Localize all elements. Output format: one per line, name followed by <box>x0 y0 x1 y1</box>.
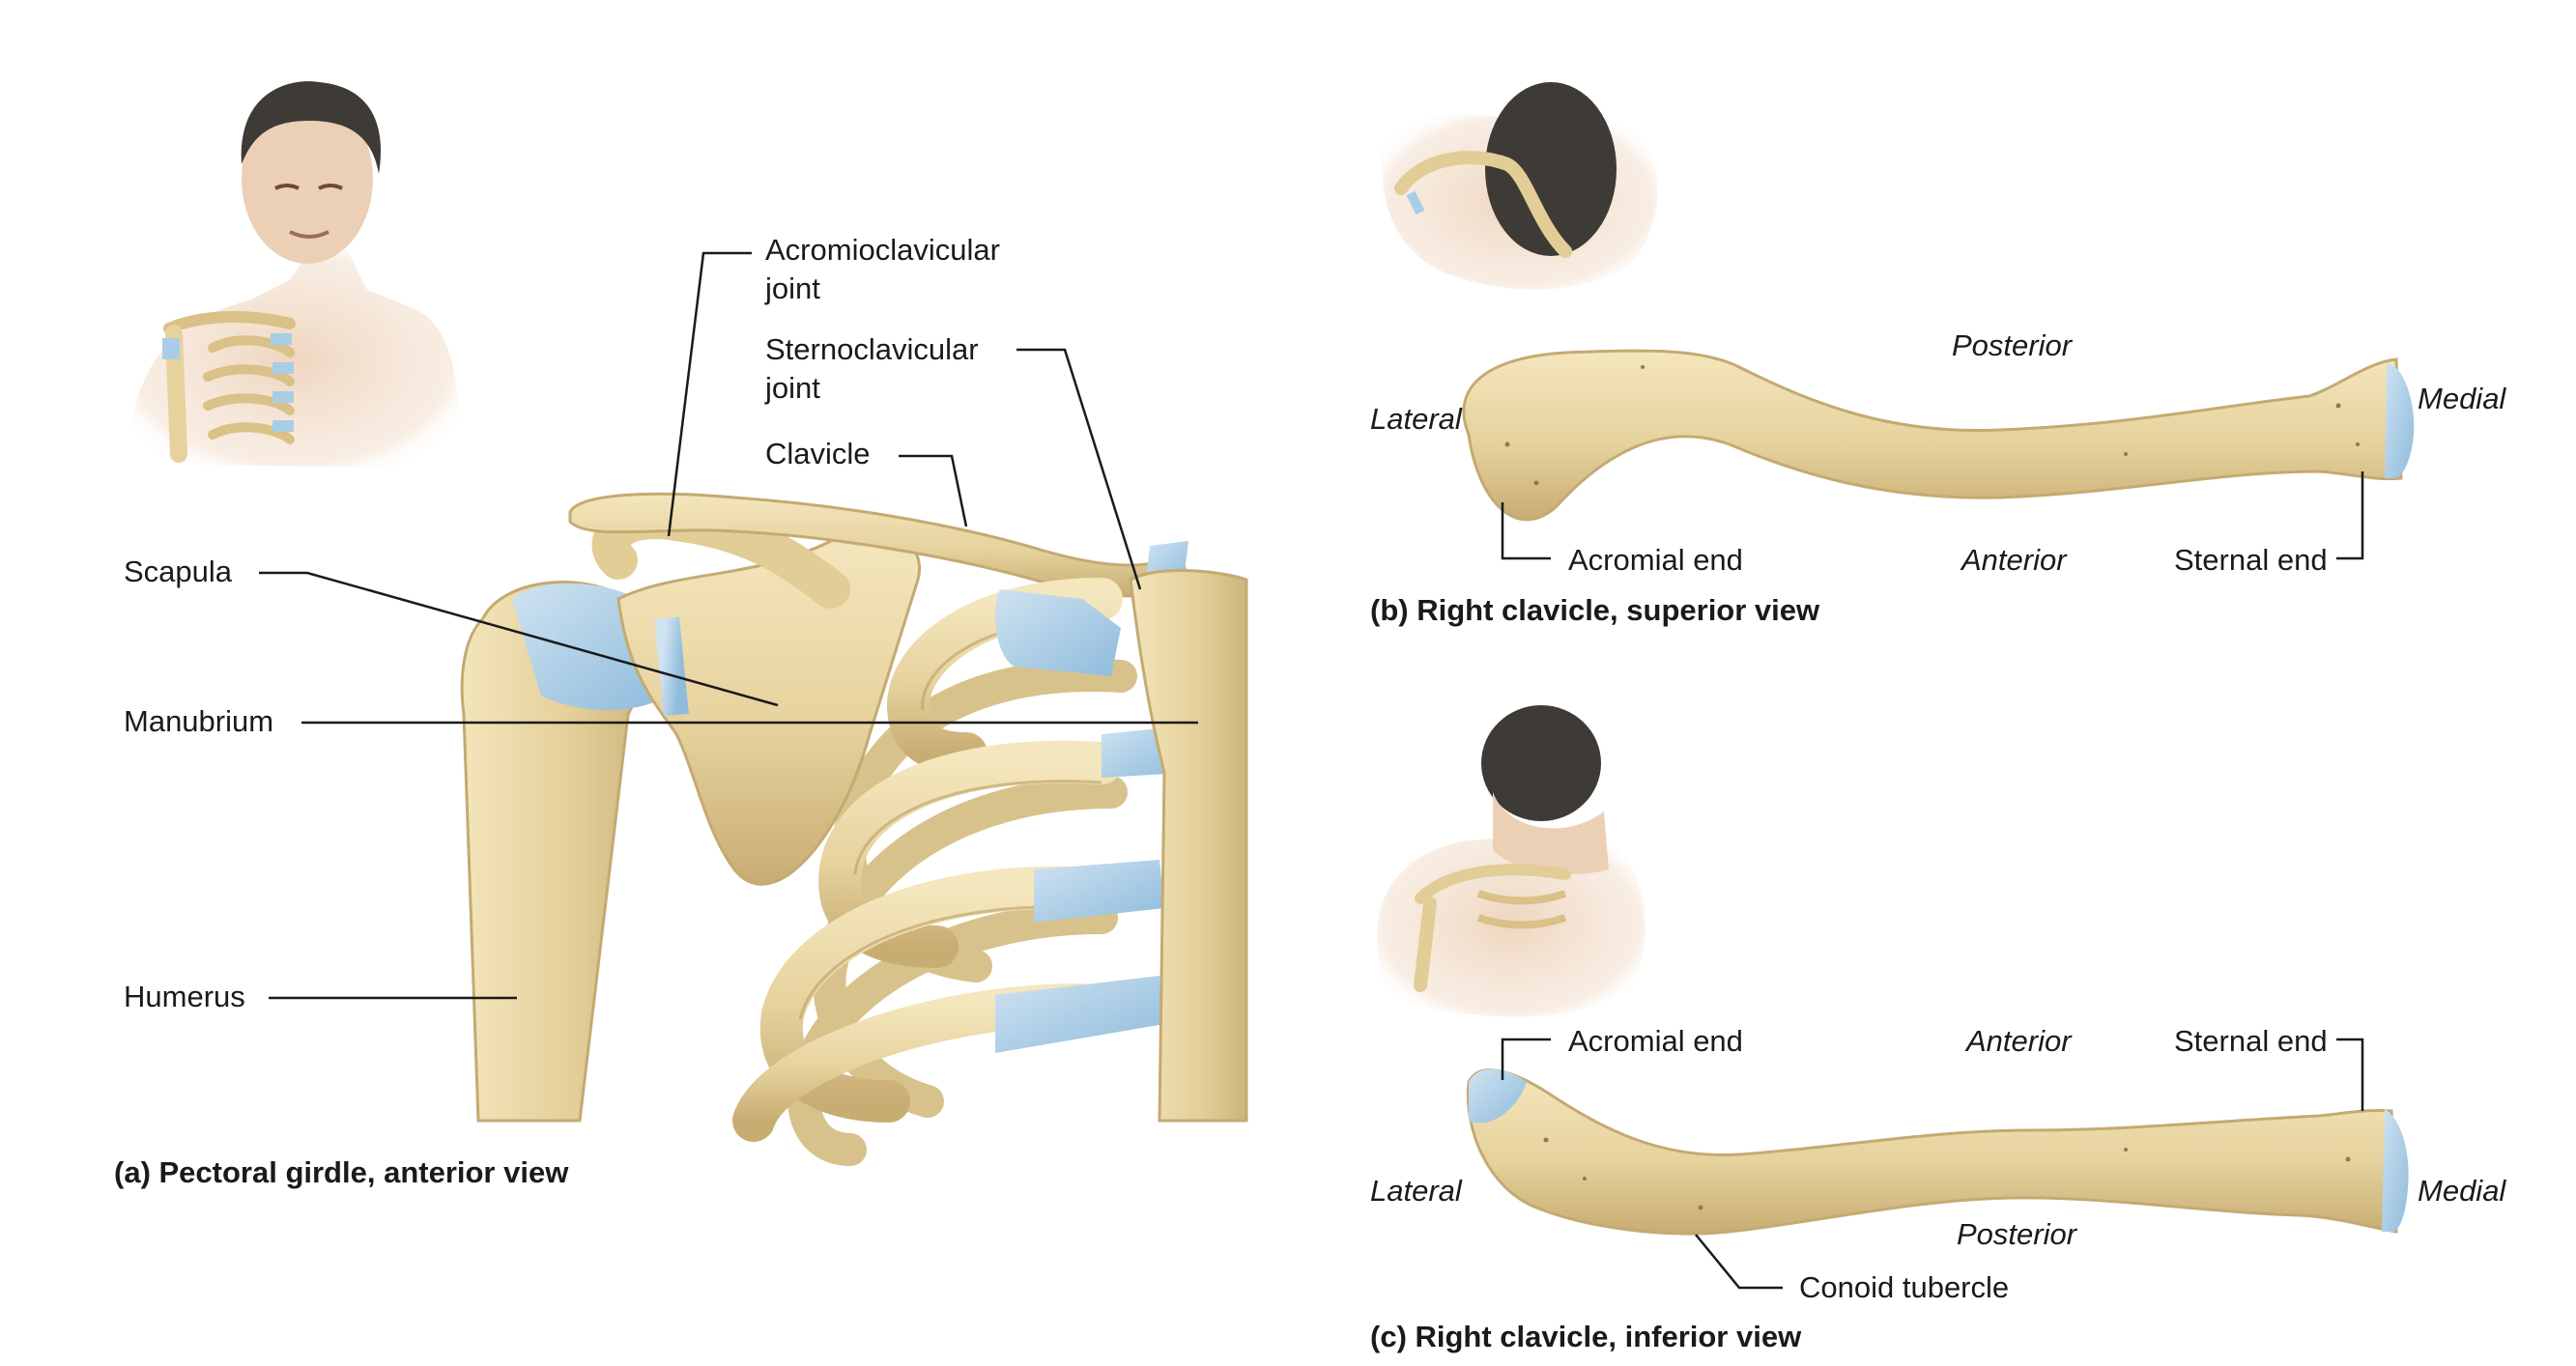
label-sternal-end-inferior: Sternal end <box>2174 1024 2328 1058</box>
label-sternoclavicular-joint-line2: joint <box>765 371 820 405</box>
label-acromioclavicular-joint-line1: Acromioclavicular <box>765 233 1000 267</box>
label-manubrium: Manubrium <box>124 704 274 738</box>
label-lateral-superior: Lateral <box>1370 402 1462 436</box>
caption-panel-b: (b) Right clavicle, superior view <box>1370 593 1820 627</box>
label-anterior-superior: Anterior <box>1961 543 2067 577</box>
label-acromial-end-superior: Acromial end <box>1568 543 1743 577</box>
sternum-bone <box>1129 569 1248 1123</box>
label-lateral-inferior: Lateral <box>1370 1174 1462 1208</box>
leader-lines <box>259 251 2364 1290</box>
thumbnail-inferior-figure <box>1376 705 1646 1017</box>
label-posterior-inferior: Posterior <box>1957 1217 2077 1251</box>
label-clavicle: Clavicle <box>765 437 871 470</box>
label-scapula: Scapula <box>124 555 233 588</box>
costal-cartilages <box>995 541 1188 1053</box>
thumbnail-anterior-figure <box>126 81 458 469</box>
clavicle-superior-bone <box>1462 349 2415 522</box>
caption-panel-a: (a) Pectoral girdle, anterior view <box>114 1155 569 1189</box>
thumbnail-superior-figure <box>1380 82 1658 290</box>
label-posterior-superior: Posterior <box>1952 328 2073 362</box>
pectoral-girdle-illustration <box>460 492 1248 1166</box>
label-anterior-inferior: Anterior <box>1966 1024 2072 1058</box>
label-humerus: Humerus <box>124 980 245 1013</box>
label-medial-inferior: Medial <box>2418 1174 2506 1208</box>
label-medial-superior: Medial <box>2418 382 2506 415</box>
label-sternoclavicular-joint-line1: Sternoclavicular <box>765 332 979 366</box>
label-sternal-end-superior: Sternal end <box>2174 543 2328 577</box>
caption-panel-c: (c) Right clavicle, inferior view <box>1370 1320 1802 1353</box>
clavicle-inferior-bone <box>1466 1068 2409 1236</box>
label-acromioclavicular-joint-line2: joint <box>765 271 820 305</box>
label-conoid-tubercle: Conoid tubercle <box>1799 1270 2010 1304</box>
label-acromial-end-inferior: Acromial end <box>1568 1024 1743 1058</box>
